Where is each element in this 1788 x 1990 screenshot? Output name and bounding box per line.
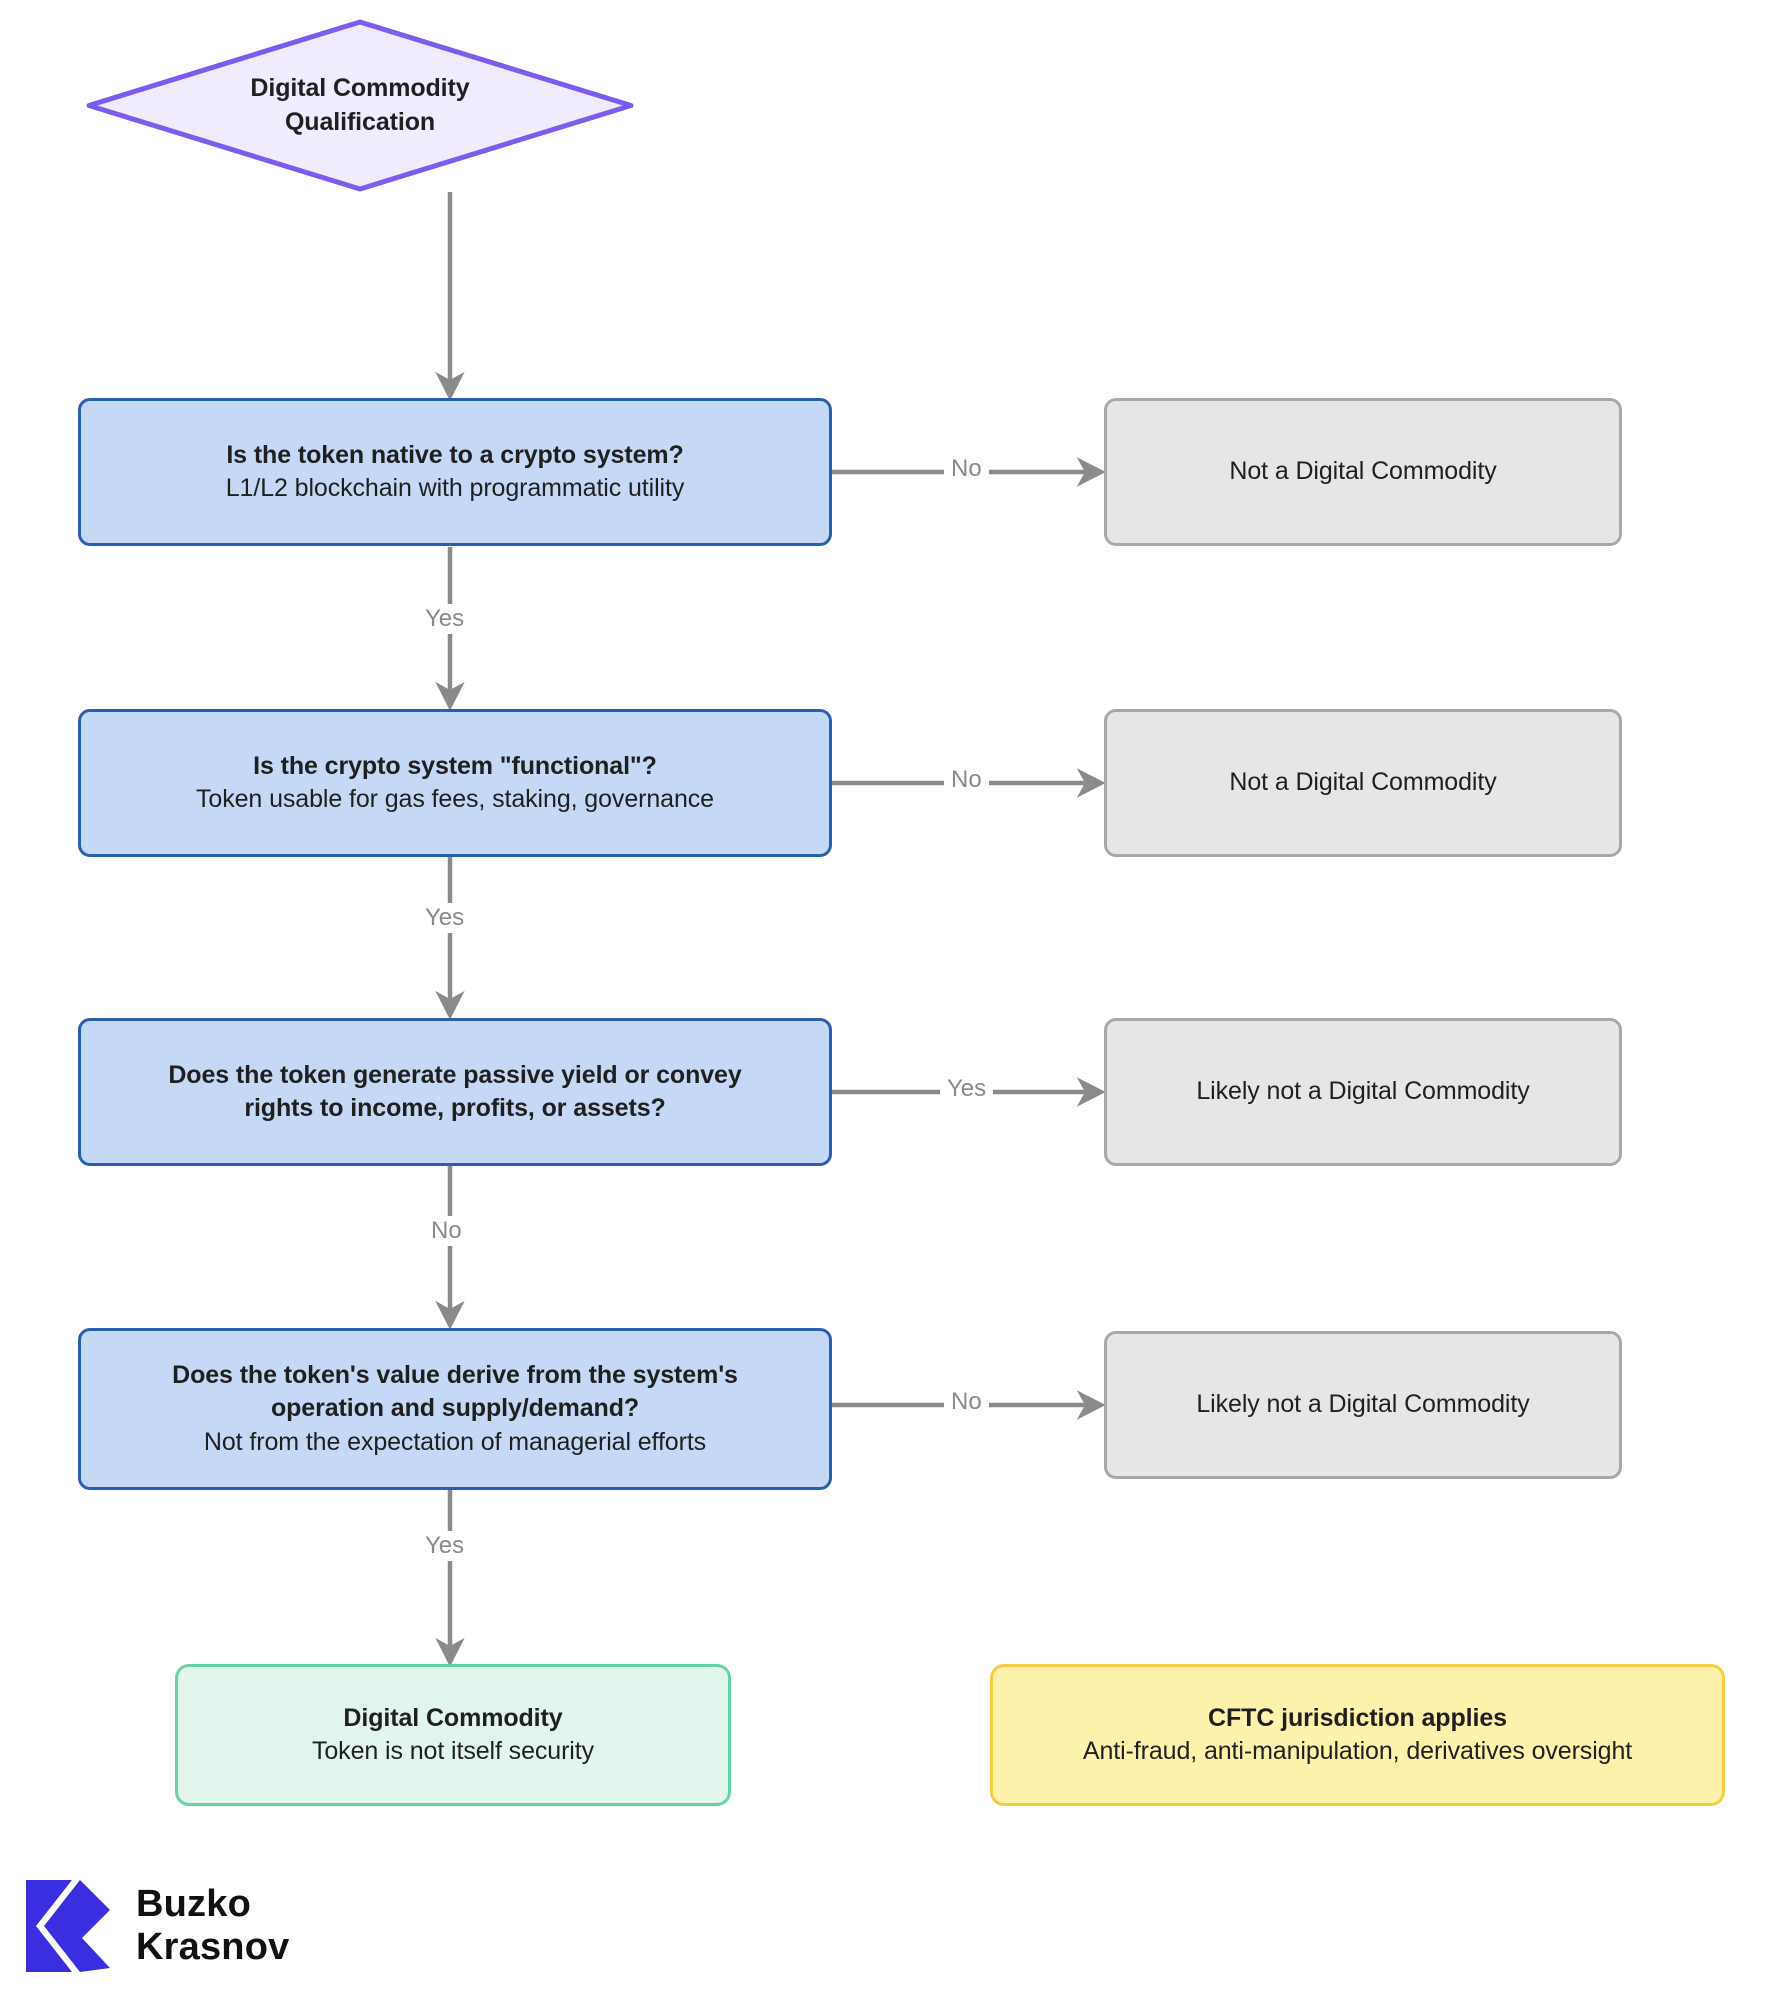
node-outcome-3[interactable]: Likely not a Digital Commodity [1104,1018,1622,1166]
node-question-2-title: Is the crypto system "functional"? [253,751,657,780]
edge-label-q1-no: No [944,454,989,484]
node-question-3-line1: Does the token generate passive yield or… [168,1060,742,1089]
node-outcome-4[interactable]: Likely not a Digital Commodity [1104,1331,1622,1479]
diamond-shape [86,19,634,192]
brand-name-line1: Buzko [136,1883,251,1926]
node-question-4-line1: Does the token's value derive from the s… [172,1360,738,1389]
node-outcome-2[interactable]: Not a Digital Commodity [1104,709,1622,857]
edge-label-q3-yes: Yes [940,1074,994,1104]
node-question-2[interactable]: Is the crypto system "functional"? Token… [78,709,832,857]
brand-name: Buzko Krasnov [136,1883,289,1968]
node-start-label: Digital Commodity Qualification [85,18,635,193]
edge-label-q1-yes: Yes [418,604,472,634]
edge-label-q4-no: No [944,1387,989,1417]
node-question-4-line2: operation and supply/demand? [270,1394,640,1423]
node-question-4[interactable]: Does the token's value derive from the s… [78,1328,832,1490]
node-cftc-note-title: CFTC jurisdiction applies [1208,1703,1507,1732]
node-outcome-2-label: Not a Digital Commodity [1229,768,1497,797]
node-outcome-3-label: Likely not a Digital Commodity [1196,1077,1530,1106]
node-question-1-title: Is the token native to a crypto system? [226,440,684,469]
node-start-line1: Digital Commodity [250,74,470,102]
node-outcome-1[interactable]: Not a Digital Commodity [1104,398,1622,546]
edge-label-q4-yes: Yes [418,1531,472,1561]
node-question-3[interactable]: Does the token generate passive yield or… [78,1018,832,1166]
edge-label-q3-no: No [424,1216,469,1246]
node-outcome-4-label: Likely not a Digital Commodity [1196,1390,1530,1419]
edge-label-q2-no: No [944,765,989,795]
node-cftc-note-subtitle: Anti-fraud, anti-manipulation, derivativ… [1082,1737,1633,1765]
node-result-subtitle: Token is not itself security [311,1737,595,1765]
brand-name-line2: Krasnov [136,1926,290,1968]
node-question-1[interactable]: Is the token native to a crypto system? … [78,398,832,546]
buzko-krasnov-logo-icon [26,1880,110,1972]
node-cftc-note[interactable]: CFTC jurisdiction applies Anti-fraud, an… [990,1664,1725,1806]
node-question-1-subtitle: L1/L2 blockchain with programmatic utili… [225,474,685,502]
brand-logo: Buzko Krasnov [22,1876,289,1976]
node-question-2-subtitle: Token usable for gas fees, staking, gove… [196,785,714,813]
node-outcome-1-label: Not a Digital Commodity [1229,457,1497,486]
edge-label-q2-yes: Yes [418,903,472,933]
node-start[interactable]: Digital Commodity Qualification [85,18,635,193]
node-question-3-line2: rights to income, profits, or assets? [244,1094,666,1122]
node-result[interactable]: Digital Commodity Token is not itself se… [175,1664,731,1806]
node-question-4-subtitle: Not from the expectation of managerial e… [203,1427,707,1456]
node-result-title: Digital Commodity [343,1703,563,1732]
node-start-line2: Qualification [284,107,436,136]
